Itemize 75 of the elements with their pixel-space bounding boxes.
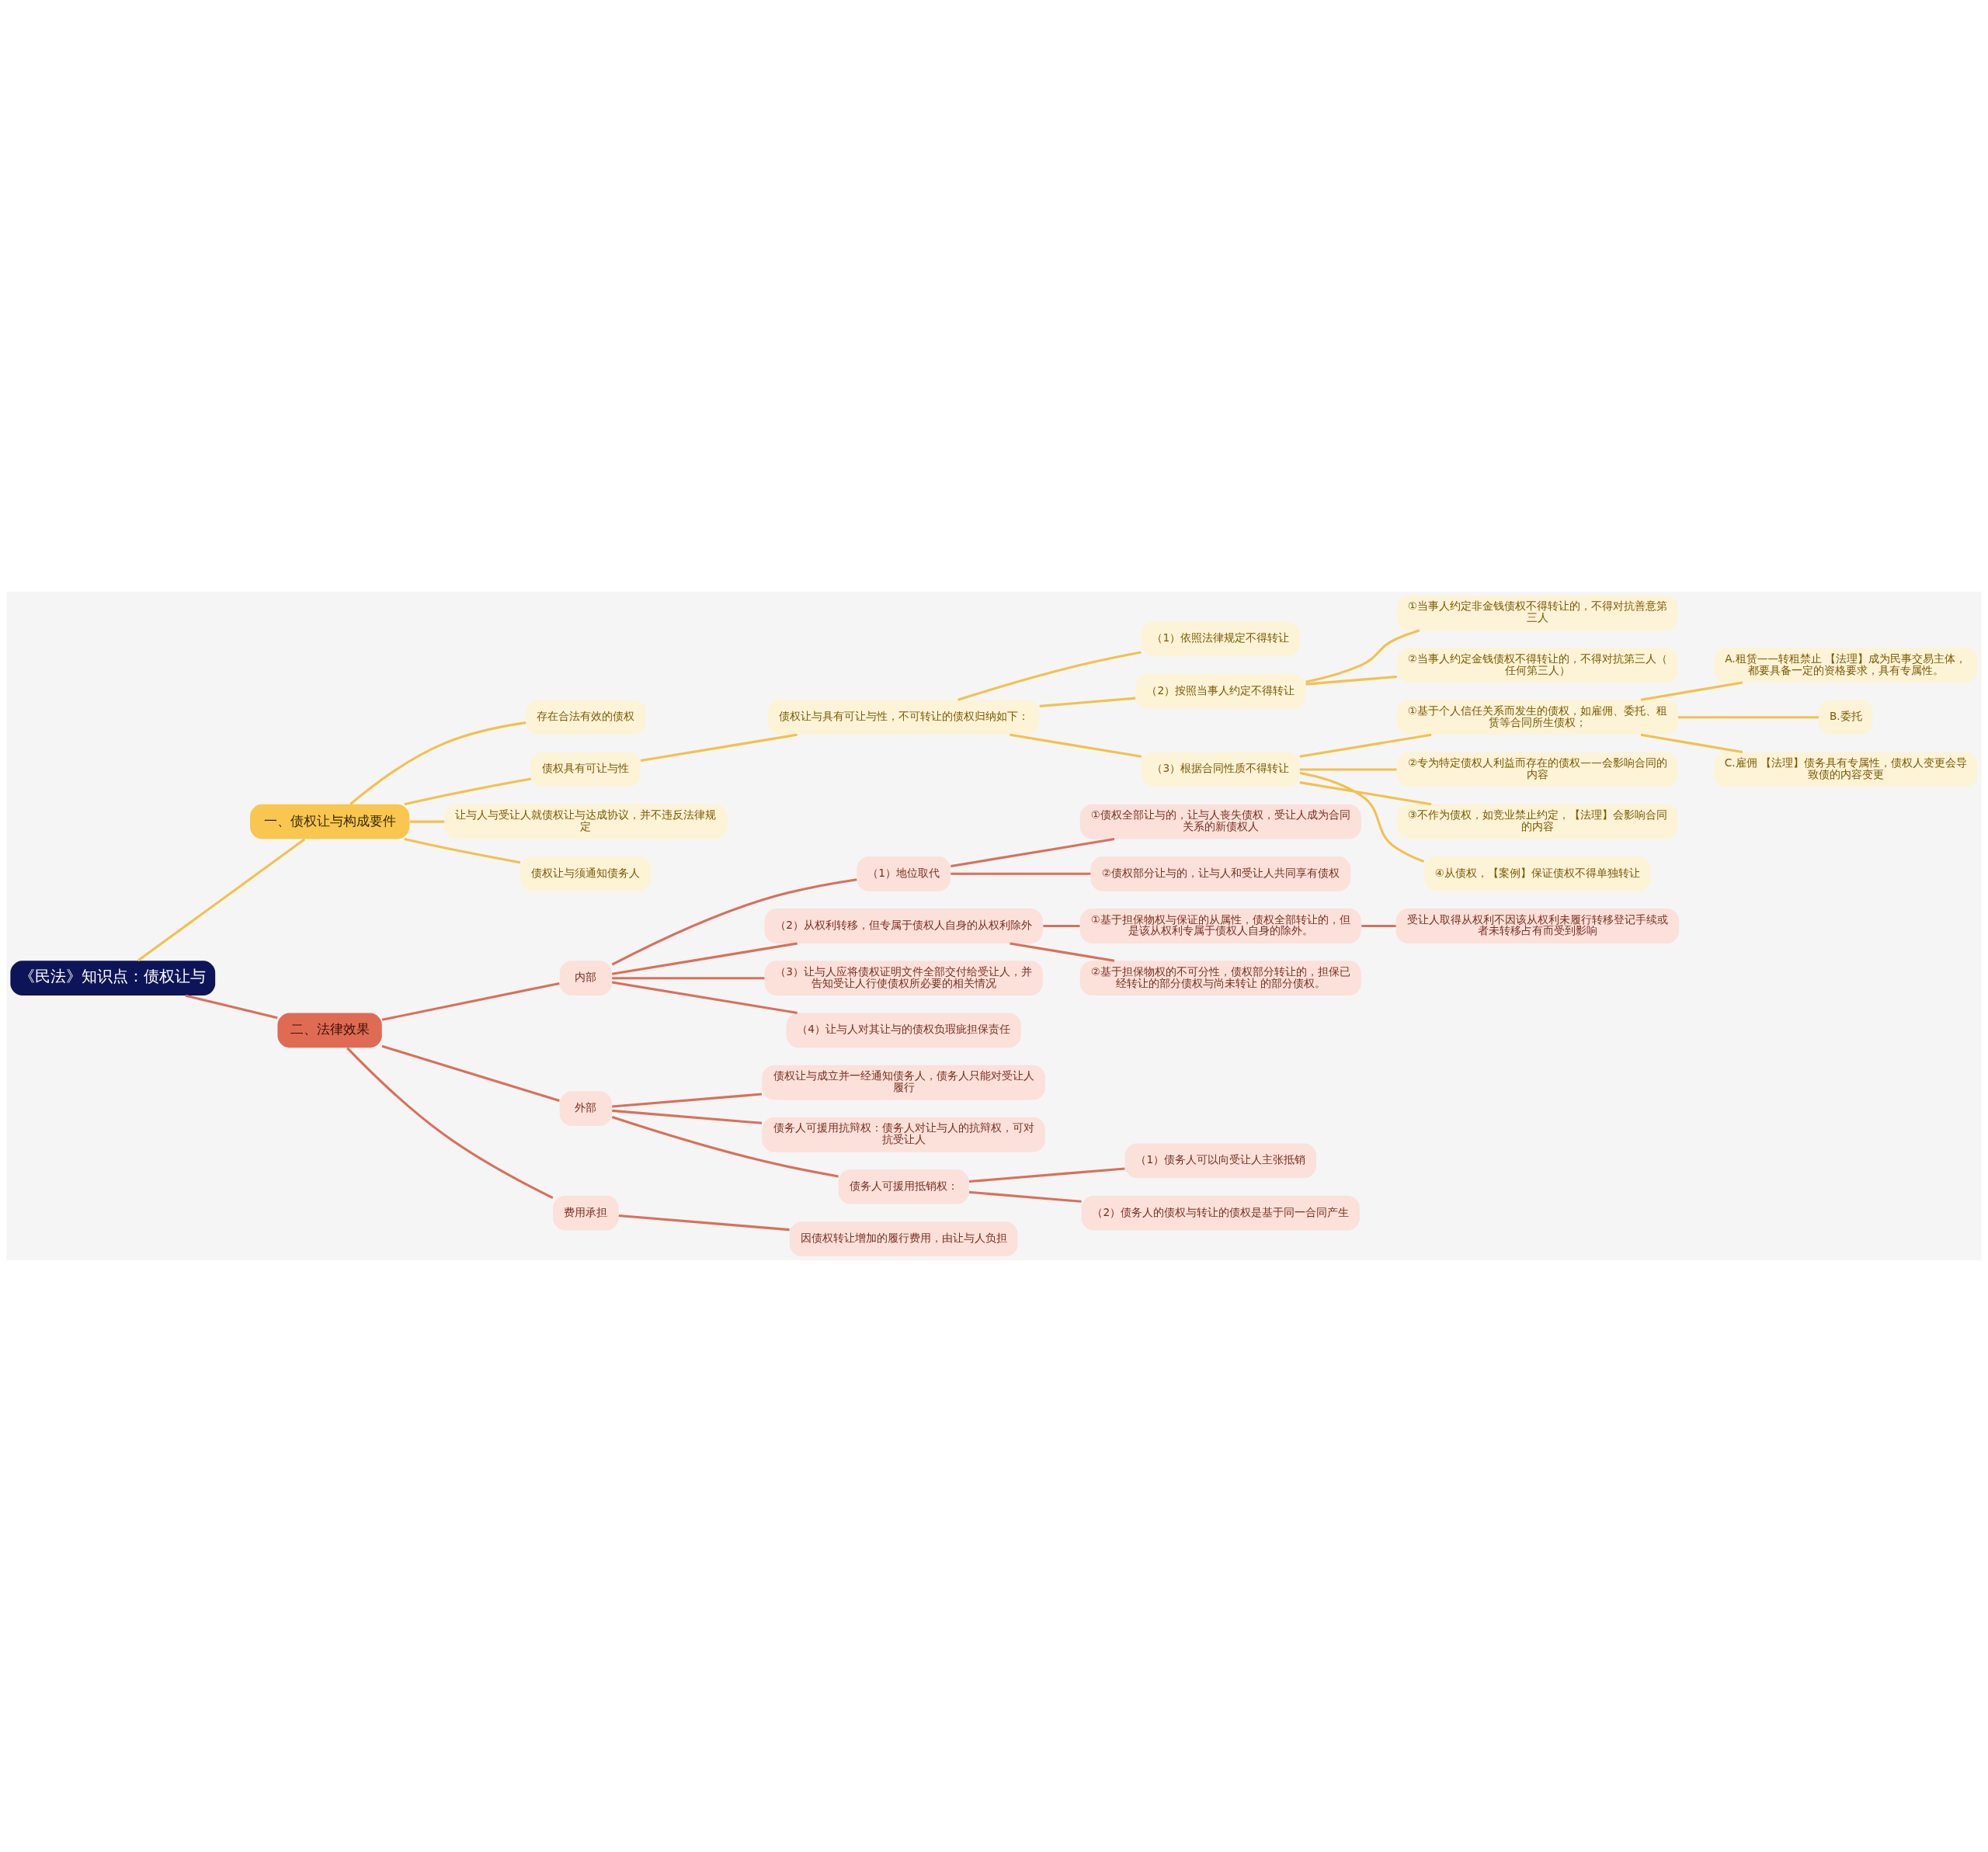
node-box: 内部 [559, 961, 612, 996]
connector [137, 838, 306, 962]
node-box: 债务人可援用抵销权： [838, 1169, 969, 1204]
node-box: （2）按照当事人约定不得转让 [1135, 673, 1306, 709]
connector [185, 994, 278, 1020]
connector [409, 820, 445, 823]
node-box: 债务人可援用抗辩权：债务人对让与人的抗辩权，可对抗受让人 [762, 1117, 1045, 1152]
connector [611, 981, 798, 1014]
connector [1640, 681, 1743, 701]
connector [612, 1109, 763, 1124]
node-box: ①基于个人信任关系而发生的债权，如雇佣、委托、租赁等合同所生债权； [1396, 700, 1678, 735]
node-box: ②债权部分让与的，让与人和受让人共同享有债权 [1090, 856, 1351, 891]
connector [1299, 768, 1397, 771]
node-box: B.委托 [1818, 700, 1873, 735]
node-box: A.租赁——转租禁止 【法理】成为民事交易主体，都要具备一定的资格要求，具有专属性。 [1713, 648, 1978, 683]
connector [640, 733, 798, 762]
connector [349, 721, 527, 805]
connector [618, 1214, 790, 1232]
node-box: 让与人与受让人就债权让与达成协议，并不违反法律规定 [444, 804, 728, 839]
connector [1299, 733, 1432, 758]
node-box: （1）依照法律规定不得转让 [1141, 621, 1300, 657]
node-box: （4）让与人对其让与的债权负瑕疵担保责任 [786, 1013, 1021, 1048]
connector [1305, 629, 1420, 683]
node-box: 债权让与须通知债务人 [520, 856, 652, 891]
connector [1299, 781, 1432, 806]
connector [381, 982, 560, 1021]
connector [968, 1190, 1082, 1203]
connector [968, 1167, 1125, 1183]
connector [611, 1116, 839, 1178]
node-box: （3）让与人应将债权证明文件全部交付给受让人，并告知受让人行使债权所必要的相关情况 [764, 961, 1043, 996]
connector [1305, 675, 1397, 686]
node-box: 外部 [559, 1091, 612, 1127]
connector [404, 838, 521, 864]
connector [381, 1044, 560, 1103]
node-box: ③不作为债权，如竞业禁止约定，【法理】会影响合同的内容 [1396, 804, 1678, 839]
connector [1299, 772, 1425, 863]
connector [611, 878, 857, 966]
node-box: ④从债权，【案例】保证债权不得单独转让 [1423, 856, 1652, 891]
node-box: ②当事人约定金钱债权不得转让的，不得对抗第三人（任何第三人） [1396, 648, 1678, 683]
connector [951, 838, 1115, 867]
connector [958, 651, 1142, 701]
node-box: ①当事人约定非金钱债权不得转让的，不得对抗善意第三人 [1396, 596, 1678, 631]
connector [346, 1047, 554, 1199]
connector [951, 872, 1091, 875]
connector [1640, 733, 1743, 754]
node-box: 因债权转让增加的履行费用，由让与人负担 [789, 1221, 1018, 1256]
node-box: ②专为特定债权人利益而存在的债权——会影响合同的内容 [1396, 752, 1678, 787]
node-box: ①债权全部让与的，让与人丧失债权，受让人成为合同关系的新债权人 [1079, 804, 1361, 839]
connector [1361, 924, 1396, 928]
node-box: 债权具有可让与性 [531, 752, 641, 787]
node-box: 《民法》知识点：债权让与 [10, 961, 216, 996]
node-box: 受让人取得从权利不因该从权利未履行转移登记手续或者未转移占有而受到影响 [1395, 909, 1680, 943]
connector [612, 977, 765, 980]
connector [612, 1093, 763, 1108]
node-box: 一、债权让与构成要件 [249, 804, 410, 839]
connector [611, 942, 798, 975]
node-box: C.雇佣 【法理】债务具有专属性，债权人变更会导致债的内容变更 [1713, 752, 1978, 787]
node-box: 存在合法有效的债权 [526, 700, 646, 735]
connector [404, 777, 531, 806]
node-box: （3）根据合同性质不得转让 [1141, 752, 1300, 787]
node-box: 债权让与成立并一经通知债务人，债务人只能对受让人履行 [762, 1065, 1045, 1100]
node-box: ①基于担保物权与保证的从属性，债权全部转让的，但是该从权利专属于债权人自身的除外。 [1079, 909, 1361, 943]
connector [1010, 942, 1115, 962]
node-box: （2）债务人的债权与转让的债权是基于同一合同产生 [1081, 1195, 1360, 1231]
node-box: 债权让与具有可让与性，不可转让的债权归纳如下： [767, 700, 1040, 735]
connector [1039, 697, 1136, 707]
connector [1043, 924, 1080, 928]
node-box: （1）地位取代 [857, 856, 951, 891]
node-box: （2）从权利转移，但专属于债权人自身的从权利除外 [764, 909, 1043, 943]
node-box: 费用承担 [553, 1195, 619, 1231]
node-box: 二、法律效果 [277, 1013, 382, 1048]
connector [1010, 733, 1142, 758]
connector [1678, 716, 1819, 719]
node-box: ②基于担保物权的不可分性，债权部分转让的，担保已经转让的部分债权与尚未转让 的部分债权。 [1079, 961, 1361, 996]
node-box: （1）债务人可以向受让人主张抵销 [1124, 1143, 1316, 1179]
